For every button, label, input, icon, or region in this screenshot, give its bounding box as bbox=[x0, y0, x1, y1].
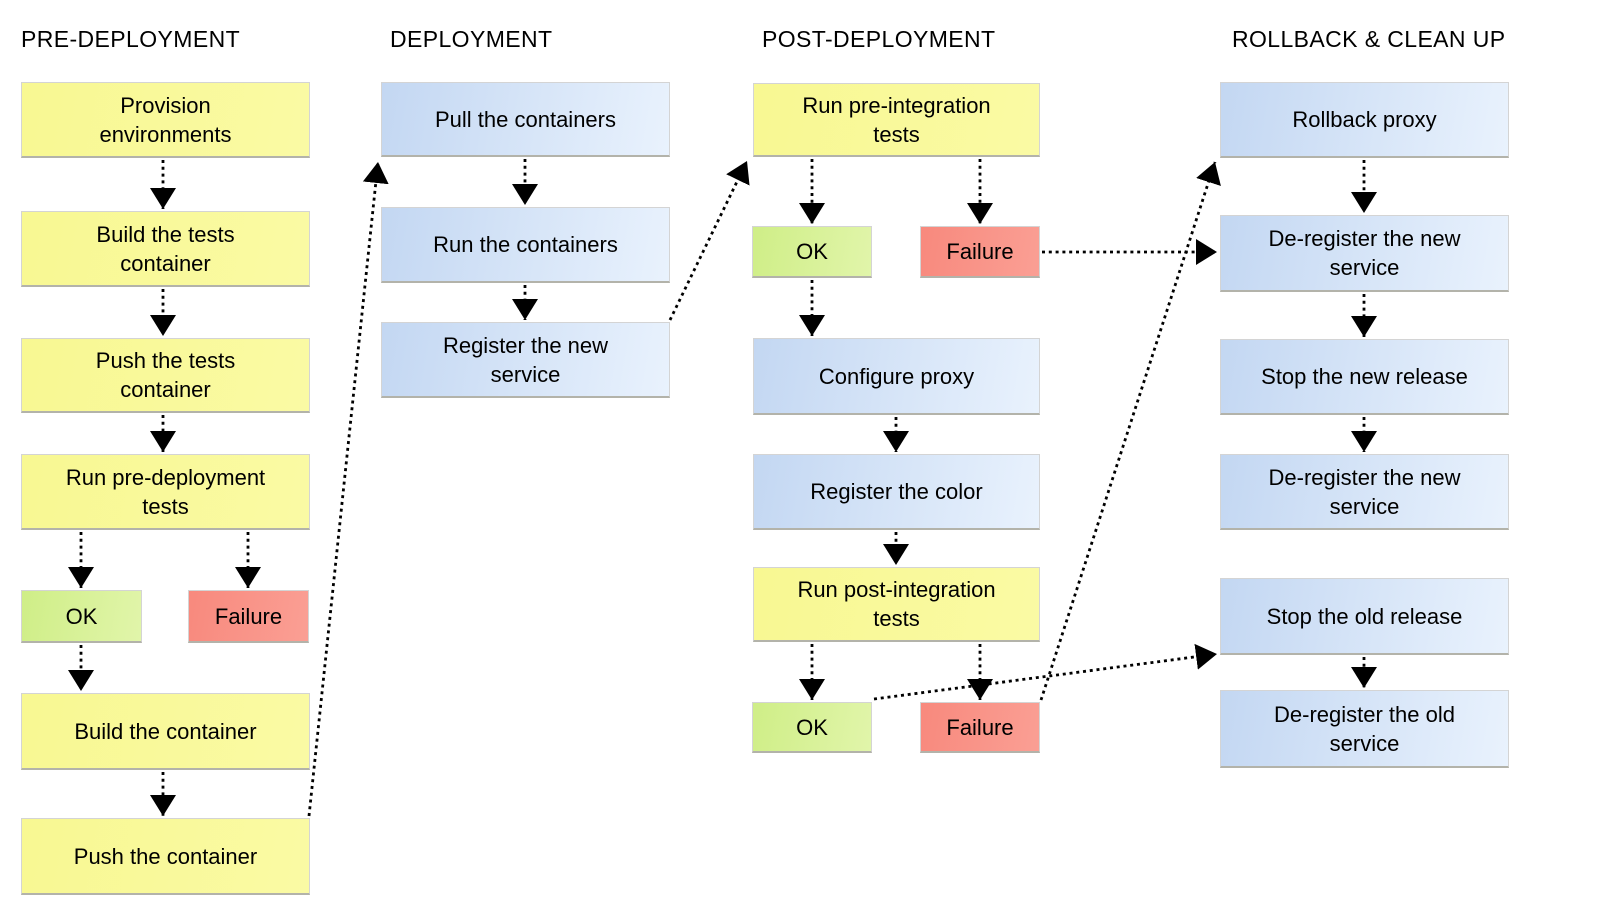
node-run-post-integration-tests: Run post-integration tests bbox=[753, 567, 1040, 642]
node-pre-deployment-ok: OK bbox=[21, 590, 142, 643]
connector-push-container-to-pull-containers bbox=[307, 161, 389, 817]
node-push-the-container: Push the container bbox=[21, 818, 310, 895]
column-header-post-deployment: POST-DEPLOYMENT bbox=[762, 26, 996, 52]
node-run-the-containers: Run the containers bbox=[381, 207, 670, 283]
connector-postintegration-ok-to-stop-old-release bbox=[873, 643, 1218, 701]
column-header-deployment: DEPLOYMENT bbox=[390, 26, 553, 52]
node-build-the-tests-container: Build the tests container bbox=[21, 211, 310, 287]
node-run-pre-deployment-tests: Run pre-deployment tests bbox=[21, 454, 310, 530]
node-provision-environments: Provision environments bbox=[21, 82, 310, 158]
node-register-the-color: Register the color bbox=[753, 454, 1040, 530]
node-rollback-proxy: Rollback proxy bbox=[1220, 82, 1509, 158]
column-header-pre-deployment: PRE-DEPLOYMENT bbox=[21, 26, 241, 52]
node-pre-integration-failure: Failure bbox=[920, 226, 1040, 278]
node-pre-integration-ok: OK bbox=[752, 226, 872, 278]
node-pre-deployment-failure: Failure bbox=[188, 590, 309, 643]
node-push-the-tests-container: Push the tests container bbox=[21, 338, 310, 413]
node-pull-the-containers: Pull the containers bbox=[381, 82, 670, 157]
node-run-pre-integration-tests: Run pre-integration tests bbox=[753, 83, 1040, 157]
node-build-the-container: Build the container bbox=[21, 693, 310, 770]
connector-postintegration-failure-to-rollback-proxy bbox=[1039, 161, 1221, 701]
node-post-integration-ok: OK bbox=[752, 702, 872, 753]
node-deregister-the-new-service-2: De-register the new service bbox=[1220, 454, 1509, 530]
node-configure-proxy: Configure proxy bbox=[753, 338, 1040, 415]
node-stop-the-new-release: Stop the new release bbox=[1220, 339, 1509, 415]
column-header-rollback-cleanup: ROLLBACK & CLEAN UP bbox=[1232, 26, 1506, 52]
node-stop-the-old-release: Stop the old release bbox=[1220, 578, 1509, 655]
connector-register-service-to-preintegration bbox=[668, 160, 750, 321]
node-deregister-the-new-service-1: De-register the new service bbox=[1220, 215, 1509, 292]
node-deregister-the-old-service: De-register the old service bbox=[1220, 690, 1509, 768]
node-post-integration-failure: Failure bbox=[920, 702, 1040, 753]
node-register-the-new-service: Register the new service bbox=[381, 322, 670, 398]
